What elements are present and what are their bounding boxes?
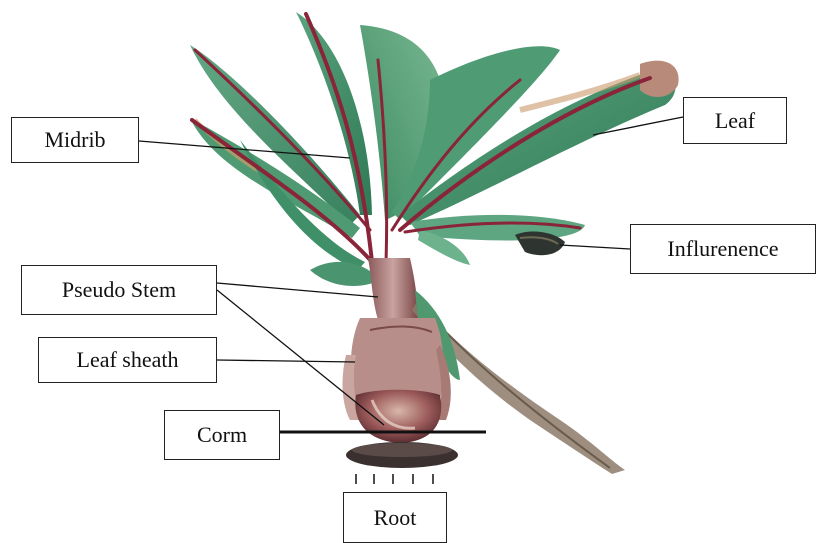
label-influrenence-text: Influrenence bbox=[667, 238, 778, 260]
label-leaf-text: Leaf bbox=[715, 110, 755, 132]
leaf-blades bbox=[190, 12, 679, 286]
label-pseudo-stem: Pseudo Stem bbox=[21, 265, 217, 315]
root-tick-marks bbox=[356, 474, 433, 484]
label-root-text: Root bbox=[374, 507, 417, 529]
label-corm-text: Corm bbox=[197, 424, 247, 446]
pseudo-stem bbox=[368, 258, 418, 320]
leader-influrenence bbox=[560, 245, 630, 249]
label-root: Root bbox=[343, 492, 447, 543]
leader-leaf-sheath bbox=[217, 360, 355, 362]
label-corm: Corm bbox=[164, 410, 280, 460]
label-midrib-text: Midrib bbox=[44, 129, 105, 151]
label-leaf-sheath-text: Leaf sheath bbox=[77, 349, 179, 371]
label-pseudo-stem-text: Pseudo Stem bbox=[62, 279, 176, 301]
corm bbox=[355, 390, 441, 443]
label-leaf: Leaf bbox=[683, 97, 787, 144]
label-midrib: Midrib bbox=[11, 117, 139, 163]
label-influrenence: Influrenence bbox=[630, 224, 816, 274]
label-leaf-sheath: Leaf sheath bbox=[38, 337, 217, 383]
